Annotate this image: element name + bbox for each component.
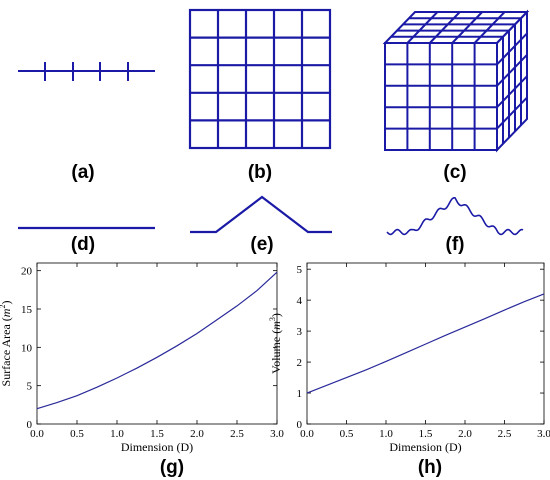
diagram-a-line xyxy=(18,62,155,81)
chart-g-xtick-label: 0.0 xyxy=(30,428,44,440)
chart-h-xtick-label: 2.0 xyxy=(458,428,472,440)
chart-g-ytick-label: 5 xyxy=(27,381,33,393)
chart-g-series-line xyxy=(36,271,278,410)
chart-g-xlabel: Dimension (D) xyxy=(121,440,193,454)
chart-g-ylabel: Surface Area (m2) xyxy=(0,301,13,387)
chart-g-ytick-label: 15 xyxy=(21,304,33,316)
chart-h-xtick-label: 1.0 xyxy=(379,428,393,440)
chart-g-xtick-label: 1.0 xyxy=(110,428,124,440)
label-a: (a) xyxy=(71,162,94,183)
label-g: (g) xyxy=(160,457,184,478)
chart-h-xtick-label: 0.0 xyxy=(300,428,314,440)
diagram-f-wavy-peak xyxy=(386,196,524,236)
chart-g-xtick-label: 1.5 xyxy=(150,428,164,440)
chart-h-ytick-label: 3 xyxy=(297,326,303,338)
label-f: (f) xyxy=(446,234,465,255)
chart-h-ylabel: Volume (m3) xyxy=(268,313,283,374)
chart-g-xtick-label: 2.0 xyxy=(190,428,204,440)
chart-g-ytick-label: 0 xyxy=(27,419,33,431)
label-d: (d) xyxy=(71,234,95,255)
chart-g-xtick-label: 2.5 xyxy=(230,428,244,440)
diagram-e-peak xyxy=(190,195,332,234)
label-c: (c) xyxy=(443,162,466,183)
chart-h-ytick-label: 4 xyxy=(297,295,303,307)
chart-h-xtick-label: 1.5 xyxy=(419,428,433,440)
diagram-b-grid xyxy=(188,8,332,150)
chart-h-xtick-label: 3.0 xyxy=(537,428,550,440)
label-h: (h) xyxy=(418,457,442,478)
chart-h-xtick-label: 2.5 xyxy=(498,428,512,440)
chart-h-series-line xyxy=(306,293,545,394)
diagram-c-cube xyxy=(382,9,530,153)
label-e: (e) xyxy=(250,234,273,255)
chart-h-xlabel: Dimension (D) xyxy=(389,440,461,454)
chart-g-ytick-label: 10 xyxy=(21,342,33,354)
chart-g-xtick-label: 3.0 xyxy=(270,428,284,440)
chart-g-xtick-label: 0.5 xyxy=(70,428,84,440)
chart-h-ytick-label: 2 xyxy=(297,357,303,369)
chart-g-plot-frame xyxy=(36,262,278,425)
label-b: (b) xyxy=(248,162,272,183)
chart-h-xtick-label: 0.5 xyxy=(340,428,354,440)
chart-g-ytick-label: 20 xyxy=(21,266,33,278)
chart-h-ytick-label: 5 xyxy=(297,264,303,276)
chart-h-ytick-label: 1 xyxy=(297,388,303,400)
chart-h-ytick-label: 0 xyxy=(297,419,303,431)
